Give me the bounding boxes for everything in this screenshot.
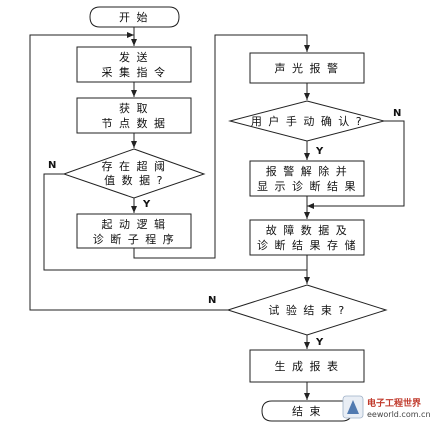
store-label-line1: 故 障 数 据 及 [266, 223, 349, 237]
fetch-label-line1: 获 取 [119, 102, 149, 115]
test-end-no-label: N [208, 295, 216, 306]
confirm-no-label: N [393, 108, 401, 119]
confirm-yes-label: Y [315, 146, 324, 157]
start-label: 开 始 [119, 10, 149, 24]
logic-label-line2: 诊 断 子 程 序 [93, 232, 176, 246]
store-results-box: 故 障 数 据 及 诊 断 结 果 存 储 [249, 219, 365, 256]
connectors [29, 27, 405, 400]
threshold-label-line2: 值 数 据 ? [104, 173, 164, 187]
eeworld-watermark: 电子工程世界 eeworld.com.cn [342, 395, 431, 419]
arrow-threshold-no [43, 173, 310, 284]
release-alarm-box: 报 警 解 除 并 显 示 诊 断 结 果 [249, 160, 365, 197]
start-node: 开 始 [89, 6, 180, 28]
threshold-decision: 存 在 超 阈 值 数 据 ? [62, 148, 206, 199]
confirm-label: 用 户 手 动 确 认 ? [251, 114, 363, 128]
threshold-yes-label: Y [142, 199, 151, 210]
watermark-url: eeworld.com.cn [367, 410, 431, 419]
alarm-label: 声 光 报 警 [275, 61, 340, 75]
arrow-test-end-no-loop [29, 32, 228, 311]
end-label: 结 束 [292, 405, 322, 418]
logic-label-line1: 起 动 逻 辑 [102, 217, 167, 231]
arrow-logic-to-alarm [133, 34, 310, 259]
end-node: 结 束 [261, 400, 353, 422]
threshold-label-line1: 存 在 超 阈 [102, 159, 167, 173]
test-end-decision: 试 验 结 束 ? [226, 284, 388, 336]
threshold-no-label: N [48, 160, 56, 171]
store-label-line2: 诊 断 结 果 存 储 [257, 238, 357, 252]
logic-diagnosis-box: 起 动 逻 辑 诊 断 子 程 序 [76, 213, 192, 249]
release-label-line1: 报 警 解 除 并 [266, 164, 349, 178]
alarm-box: 声 光 报 警 [249, 52, 365, 84]
test-end-label: 试 验 结 束 ? [268, 303, 345, 317]
send-label-line2: 采 集 指 令 [102, 65, 167, 79]
test-end-yes-label: Y [315, 337, 324, 348]
confirm-decision: 用 户 手 动 确 认 ? [228, 100, 386, 142]
send-label-line1: 发 送 [119, 50, 149, 64]
report-label: 生 成 报 表 [275, 359, 340, 373]
report-box: 生 成 报 表 [249, 349, 365, 383]
arrow-confirm-no-loop [307, 120, 405, 209]
fetch-label-line2: 节 点 数 据 [102, 116, 167, 130]
watermark-title: 电子工程世界 [367, 397, 421, 409]
fetch-data-box: 获 取 节 点 数 据 [76, 97, 192, 134]
release-label-line2: 显 示 诊 断 结 果 [257, 179, 357, 193]
send-command-box: 发 送 采 集 指 令 [76, 46, 192, 83]
